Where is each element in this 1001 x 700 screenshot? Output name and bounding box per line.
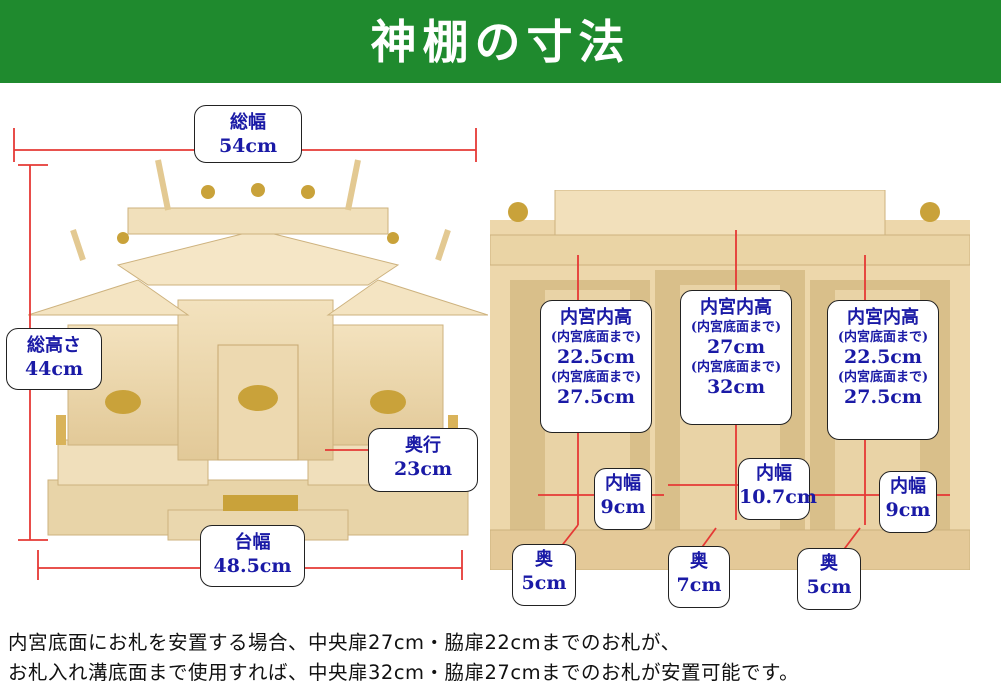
center-inner-height-label: 内宮内高 (内宮底面まで) 27cm (内宮底面まで) 32cm bbox=[680, 290, 792, 425]
left-inner-height-value1: 22.5cm bbox=[557, 345, 635, 368]
center-depth-name: 奥 bbox=[690, 551, 708, 572]
base-width-label: 台幅 48.5cm bbox=[200, 525, 305, 587]
depth-name: 奥行 bbox=[405, 435, 441, 456]
total-height-value: 44cm bbox=[24, 357, 84, 380]
left-depth-name: 奥 bbox=[535, 549, 553, 570]
center-inner-height-title: 内宮内高 bbox=[700, 297, 772, 318]
left-inner-width-label: 内幅 9cm bbox=[594, 468, 652, 530]
total-height-label: 総高さ 44cm bbox=[6, 328, 102, 390]
center-depth-value: 7cm bbox=[676, 573, 722, 596]
center-inner-height-value1: 27cm bbox=[706, 335, 766, 358]
total-width-name: 総幅 bbox=[230, 112, 266, 133]
title-banner bbox=[0, 0, 1001, 83]
left-depth-label: 奥 5cm bbox=[512, 544, 576, 606]
center-inner-height-value2: 32cm bbox=[706, 375, 766, 398]
center-inner-height-note1: (内宮底面まで) bbox=[690, 319, 782, 335]
total-width-value: 54cm bbox=[218, 134, 278, 157]
left-inner-height-value2: 27.5cm bbox=[557, 385, 635, 408]
right-depth-value: 5cm bbox=[806, 575, 852, 598]
center-inner-width-name: 内幅 bbox=[756, 463, 792, 484]
base-width-value: 48.5cm bbox=[213, 554, 292, 577]
center-inner-width-value: 10.7cm bbox=[739, 485, 817, 508]
page-title: 神棚の寸法 bbox=[370, 15, 631, 69]
right-inner-height-note1: (内宮底面まで) bbox=[837, 329, 929, 345]
left-inner-height-title: 内宮内高 bbox=[560, 307, 632, 328]
right-depth-name: 奥 bbox=[820, 553, 838, 574]
left-inner-height-label: 内宮内高 (内宮底面まで) 22.5cm (内宮底面まで) 27.5cm bbox=[540, 300, 652, 433]
footer-line-2: お札入れ溝底面まで使用すれば、中央扉32cm・脇扉27cmまでのお札が安置可能で… bbox=[8, 661, 800, 684]
right-inner-height-value2: 27.5cm bbox=[844, 385, 922, 408]
total-width-label: 総幅 54cm bbox=[194, 105, 302, 163]
right-inner-width-label: 内幅 9cm bbox=[879, 471, 937, 533]
right-depth-label: 奥 5cm bbox=[797, 548, 861, 610]
center-inner-height-note2: (内宮底面まで) bbox=[690, 359, 782, 375]
left-inner-height-note1: (内宮底面まで) bbox=[550, 329, 642, 345]
right-inner-height-note2: (内宮底面まで) bbox=[837, 369, 929, 385]
total-height-name: 総高さ bbox=[27, 335, 81, 356]
depth-value: 23cm bbox=[393, 457, 453, 480]
depth-label: 奥行 23cm bbox=[368, 428, 478, 492]
center-inner-width-label: 内幅 10.7cm bbox=[738, 458, 817, 520]
left-inner-height-note2: (内宮底面まで) bbox=[550, 369, 642, 385]
right-inner-height-title: 内宮内高 bbox=[847, 307, 919, 328]
center-depth-label: 奥 7cm bbox=[668, 546, 730, 608]
right-inner-width-name: 内幅 bbox=[890, 476, 926, 497]
right-inner-height-value1: 22.5cm bbox=[844, 345, 922, 368]
left-depth-value: 5cm bbox=[521, 571, 567, 594]
right-inner-width-value: 9cm bbox=[885, 498, 931, 521]
right-inner-height-label: 内宮内高 (内宮底面まで) 22.5cm (内宮底面まで) 27.5cm bbox=[827, 300, 939, 440]
left-inner-width-value: 9cm bbox=[600, 495, 646, 518]
left-inner-width-name: 内幅 bbox=[605, 473, 641, 494]
base-width-name: 台幅 bbox=[234, 532, 271, 553]
footer-line-1: 内宮底面にお札を安置する場合、中央扉27cm・脇扉22cmまでのお札が、 bbox=[8, 631, 681, 654]
